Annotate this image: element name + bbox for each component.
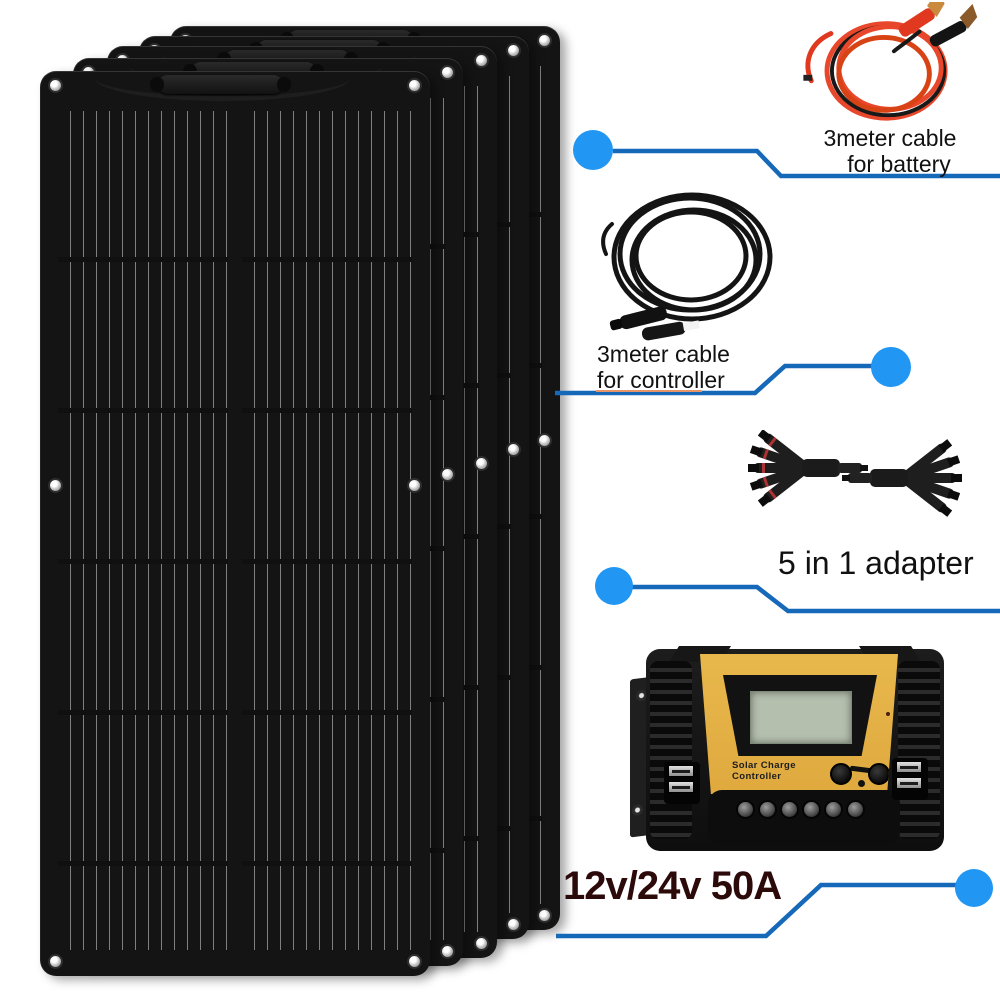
mc4-connectors [609,306,700,341]
grommet-eyelet [48,78,63,93]
usb-port[interactable] [896,761,922,773]
grommet-eyelet [506,442,521,458]
black-alligator-clip [929,4,978,47]
adapter-label: 5 in 1 adapter [778,545,974,581]
controller-faceplate: Solar Charge Controller [700,654,898,794]
grommet-eyelet [407,954,422,969]
grommet-eyelet [506,917,521,932]
brand-line2: Controller [732,771,782,782]
carry-handle[interactable] [150,75,291,94]
grommet-eyelet [474,936,489,951]
grommet-eyelet [440,466,455,482]
terminal-screw[interactable] [736,800,755,819]
grommet-eyelet [474,456,489,472]
usb-port[interactable] [668,781,694,793]
battery-cable-label: 3meter cable for battery [790,125,990,177]
usb-ports-right[interactable] [892,758,928,800]
controller-body: Solar Charge Controller [646,646,944,851]
grommet-eyelet [48,478,63,494]
terminal-screw[interactable] [846,800,865,819]
solar-cells [58,111,412,950]
battery-cable-label-line2: for battery [847,151,951,177]
cable-tip [803,74,813,81]
terminal-screw[interactable] [758,800,777,819]
usb-port[interactable] [896,777,922,789]
vent-ribs [898,661,940,839]
usb-ports-left[interactable] [664,762,700,804]
terminal-strip [708,790,900,846]
menu-button[interactable] [830,763,852,785]
grommet-eyelet [506,43,521,58]
controller-cable-label-line1: 3meter cable [597,341,730,367]
battery-cable-label-line1: 3meter cable [823,125,957,151]
adapter-cluster-left [748,430,868,507]
brand-line1: Solar Charge [732,760,796,771]
lcd-screen [750,691,852,744]
terminal-screw[interactable] [780,800,799,819]
lcd-bezel [723,675,877,756]
set-button[interactable] [868,763,890,785]
controller-cable-label-line2: for controller [597,367,725,393]
grommet-eyelet [407,78,422,93]
grommet-eyelet [440,944,455,959]
charge-controller: Solar Charge Controller [628,643,952,858]
adapter-cluster-right [842,439,962,517]
terminal-screw[interactable] [802,800,821,819]
battery-cable-photo [803,2,978,121]
grommet-eyelet [537,432,552,448]
grommet-eyelet [407,478,422,494]
reset-pinhole [886,712,890,716]
adapter-photo [748,430,962,517]
cable-tail [601,222,614,256]
controller-cable-photo [601,192,773,341]
controller-cable-label: 3meter cable for controller [597,341,787,393]
handle-strap [95,55,350,101]
vent-ribs [650,661,692,839]
red-alligator-clip [898,2,945,37]
terminal-screw[interactable] [824,800,843,819]
grommet-eyelet [537,33,552,48]
controller-rating-label: 12v/24v 50A [563,864,782,908]
solar-panel [40,71,430,976]
button-dot-mark [858,780,865,787]
grommet-eyelet [440,65,455,80]
usb-port[interactable] [668,765,694,777]
grommet-eyelet [474,53,489,68]
mounting-hole [632,803,643,817]
grommet-eyelet [537,908,552,923]
grommet-eyelet [48,954,63,969]
controller-brand-text: Solar Charge Controller [732,760,796,782]
